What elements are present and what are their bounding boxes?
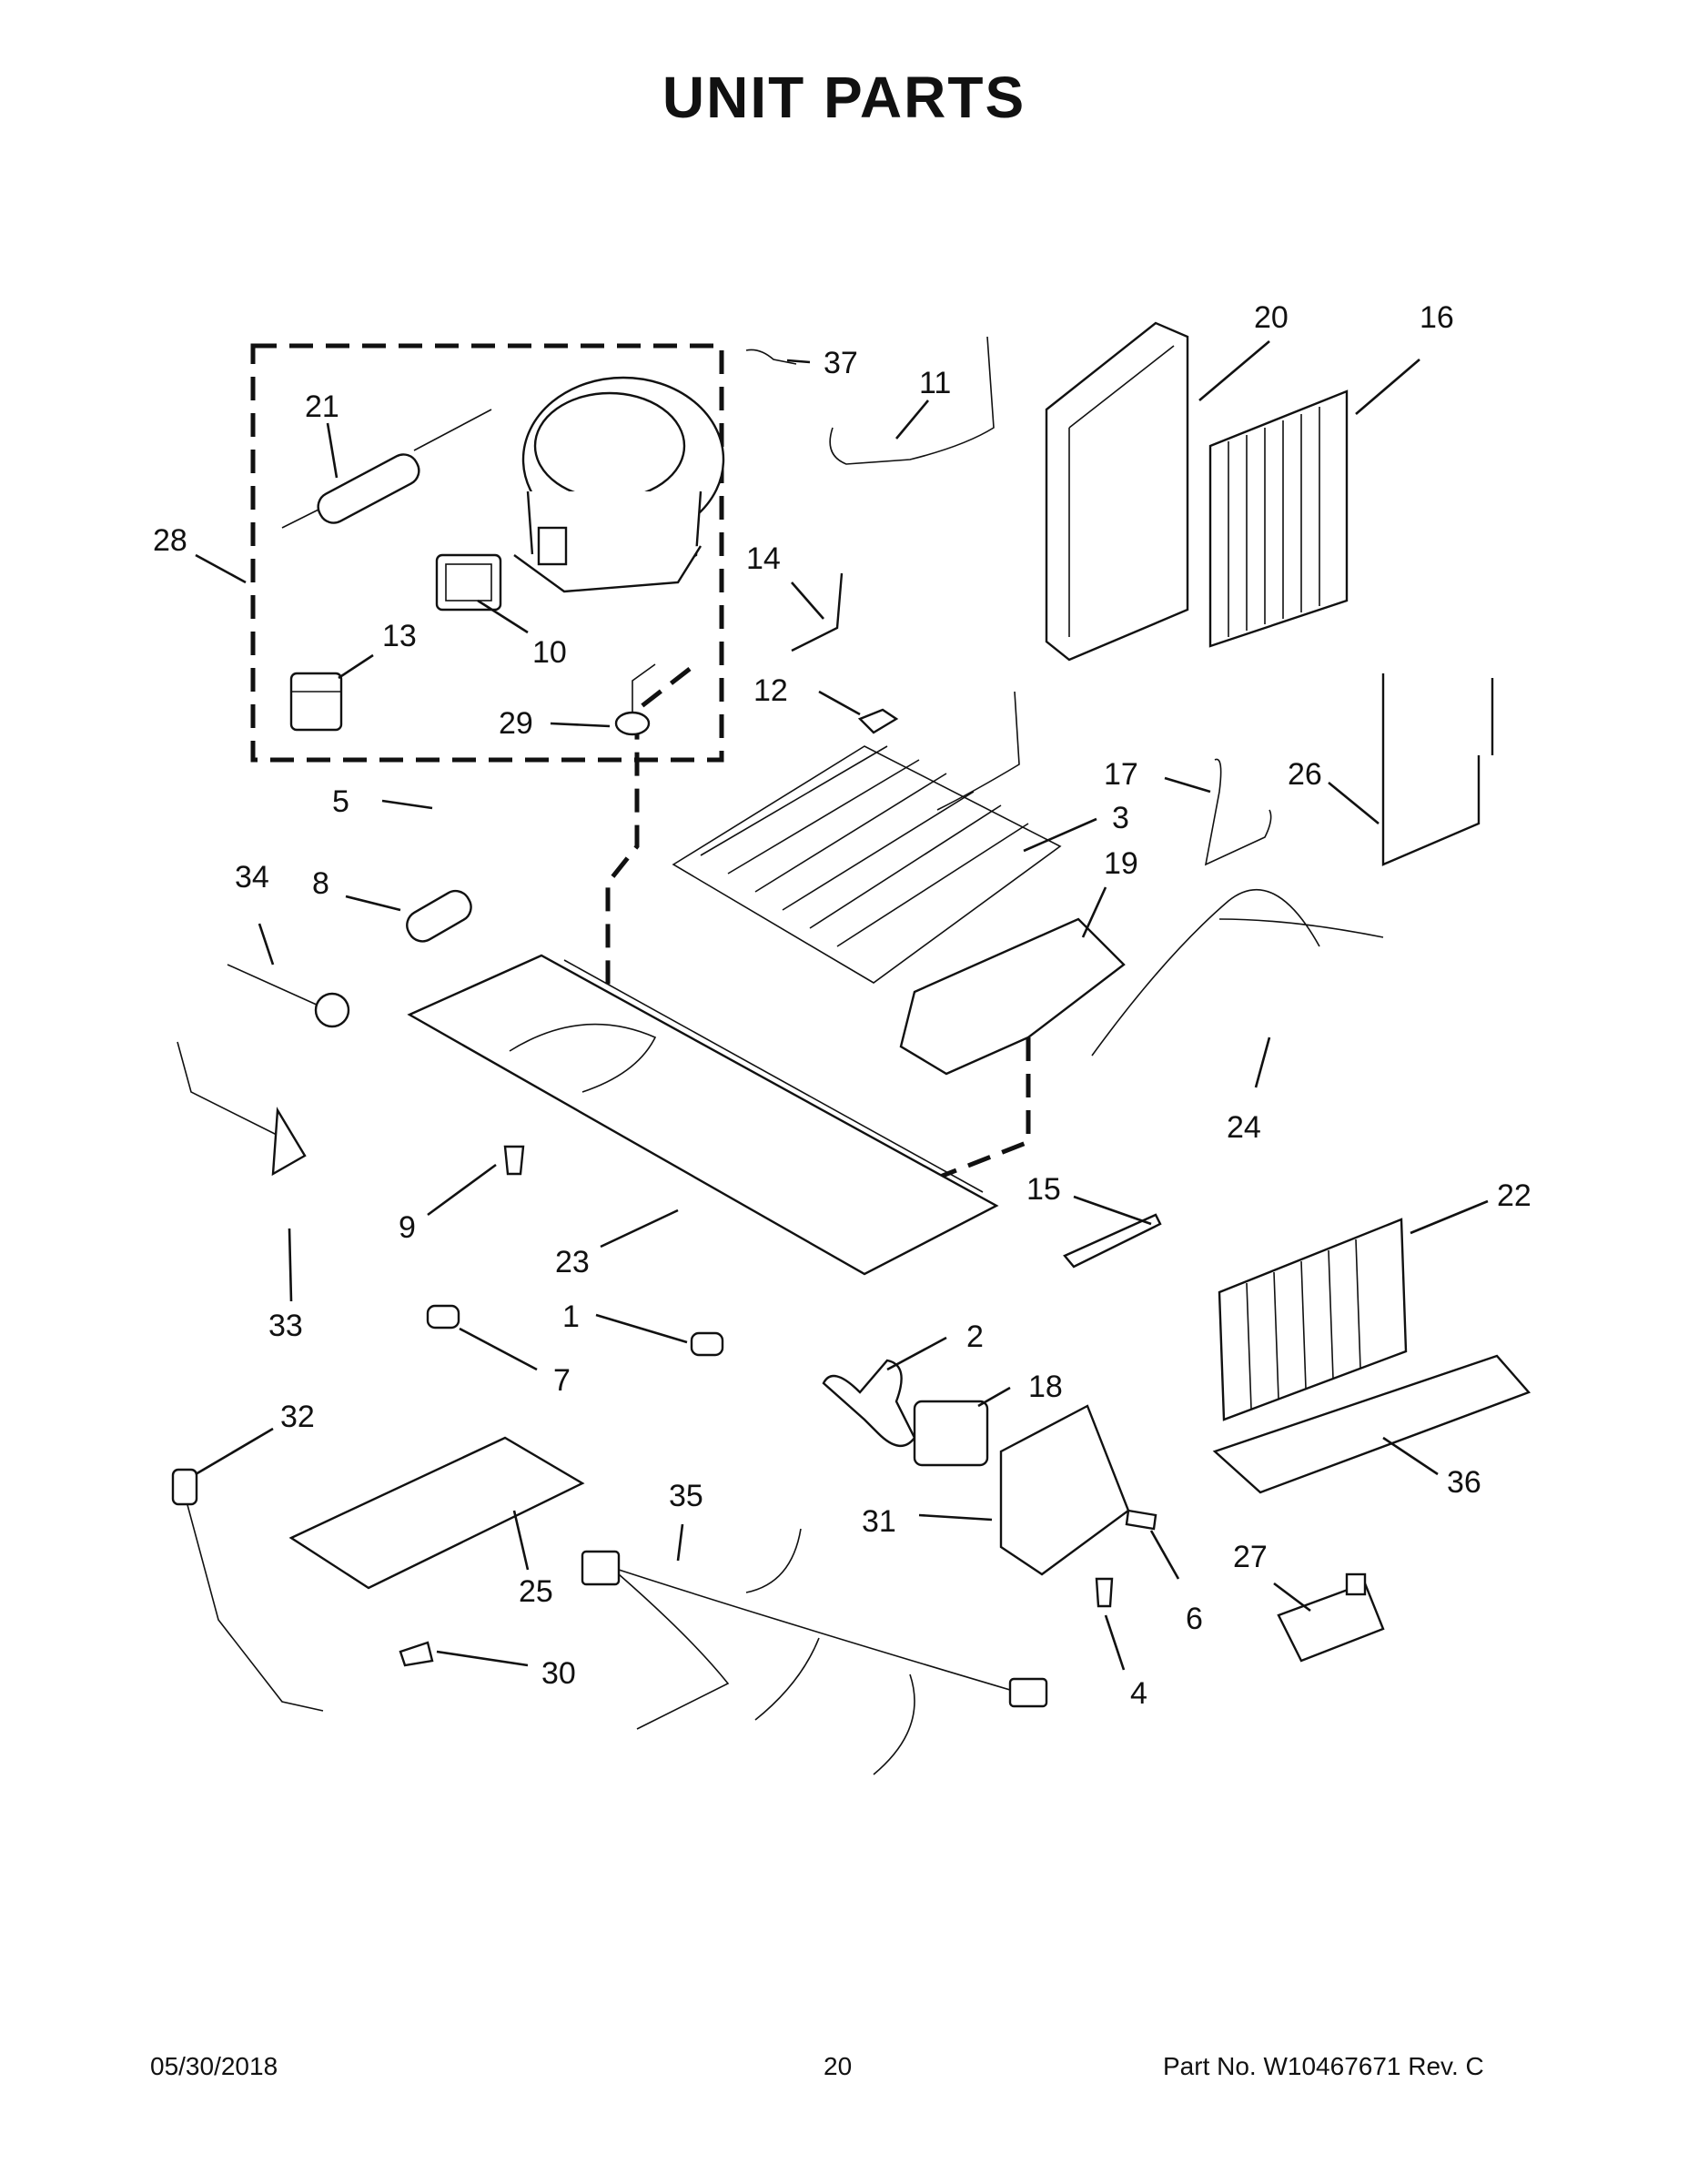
compressor-part [513,376,725,593]
callout-22: 22 [1497,1178,1531,1213]
evaporator-cover-part [1045,321,1189,662]
bumper-part [426,1304,460,1330]
fan-shroud-part [999,1404,1130,1576]
overload-part [289,672,343,732]
sensor-part [227,964,350,1028]
callout-12: 12 [753,673,788,708]
screw-part [503,1145,525,1176]
callout-11: 11 [919,366,951,400]
clip-part [399,1641,434,1667]
insulation-sheet-part [288,1436,585,1590]
callout-13: 13 [382,619,417,653]
callout-6: 6 [1186,1602,1203,1636]
callout-33: 33 [268,1309,303,1343]
callout-21: 21 [305,389,339,424]
footer-page-number: 20 [824,2052,853,2080]
callout-34: 34 [235,860,269,895]
bumper-part [690,1331,724,1357]
callout-15: 15 [1026,1172,1061,1207]
callout-28: 28 [153,523,187,558]
wire-part [1204,758,1272,866]
footer-part-number: Part No. W10467671 Rev. C [1163,2052,1484,2080]
drain-pan-part [899,917,1126,1076]
leader-lines [195,340,1489,1671]
callout-20: 20 [1254,300,1289,335]
callout-18: 18 [1028,1370,1063,1404]
heater-part [672,691,1062,984]
callout-9: 9 [399,1210,416,1245]
bracket-part [857,708,899,734]
callout-30: 30 [541,1656,576,1691]
filter-drier-part [281,409,492,529]
callout-36: 36 [1447,1465,1481,1500]
tubing-part [829,336,995,465]
control-module-part [1277,1572,1385,1663]
callout-1: 1 [562,1299,580,1334]
callout-27: 27 [1233,1540,1268,1574]
tube-part [406,889,472,943]
callout-10: 10 [532,635,567,670]
page-title: UNIT PARTS [662,65,1026,130]
clip-part [745,349,797,365]
compressor-kit-boundary [250,343,724,763]
callout-37: 37 [824,346,858,380]
footer-date: 05/30/2018 [150,2052,278,2080]
callout-19: 19 [1104,846,1138,881]
callout-32: 32 [280,1400,315,1434]
callout-8: 8 [312,866,329,901]
screw-part [1125,1509,1157,1531]
callout-23: 23 [555,1245,590,1279]
screw-part [1095,1577,1114,1608]
wire-harness-part [581,1528,1048,1775]
callout-29: 29 [499,706,533,741]
wire-harness-part [1091,888,1384,1057]
evaporator-part [1208,389,1349,648]
condenser-part [1218,1218,1408,1421]
callout-4: 4 [1130,1676,1147,1711]
grommet-part [614,663,656,736]
sensor-wire-part [171,1468,324,1712]
assembly-dash-line [605,667,692,1065]
callout-17: 17 [1104,757,1138,792]
callout-24: 24 [1227,1110,1261,1145]
tie-strap-part [1063,1213,1162,1269]
tubing-part [1381,673,1494,866]
callout-7: 7 [553,1363,571,1398]
callout-3: 3 [1112,801,1129,835]
base-plate-part [407,954,999,1276]
callout-31: 31 [862,1504,896,1539]
start-relay-part [435,553,502,612]
callout-35: 35 [669,1479,703,1513]
callout-2: 2 [966,1320,984,1354]
callout-5: 5 [332,784,349,819]
sensor-part [177,1041,307,1177]
fan-motor-part [913,1400,989,1467]
fan-blade-part [822,1359,916,1447]
callout-16: 16 [1420,300,1454,335]
drain-pan-part [1212,1354,1531,1494]
callout-14: 14 [746,541,781,576]
callout-25: 25 [519,1574,553,1609]
callout-26: 26 [1288,757,1322,792]
